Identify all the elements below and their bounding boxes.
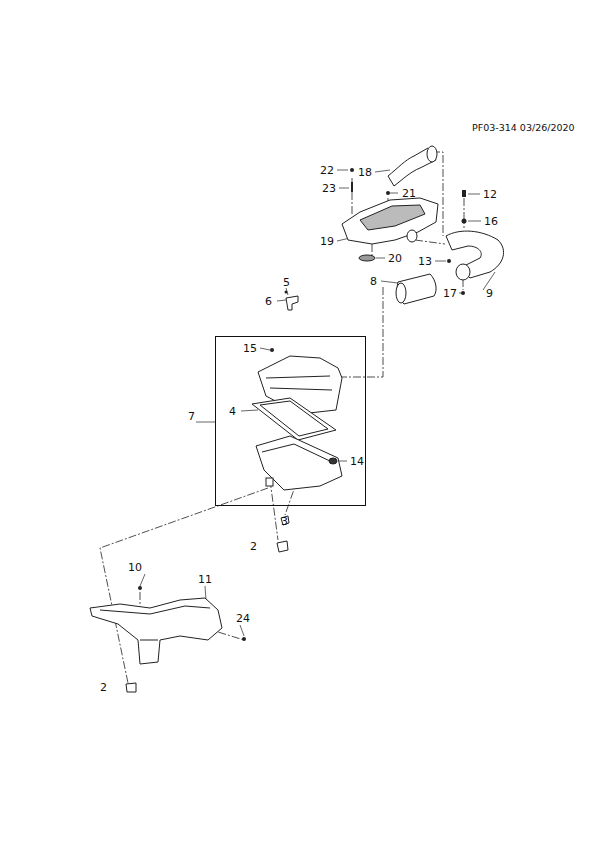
leader-line	[337, 170, 348, 171]
fastener	[270, 348, 274, 352]
callout-number: 18	[358, 166, 372, 179]
callout-number: 5	[283, 276, 290, 289]
callout-number: 24	[236, 612, 250, 625]
leader-line	[435, 261, 446, 262]
fastener	[462, 219, 467, 224]
leader-line	[140, 574, 145, 586]
air-cleaner-part	[126, 683, 136, 692]
fasteners	[138, 168, 467, 641]
air-cleaner-part	[360, 205, 425, 230]
phantom-line	[270, 480, 278, 540]
phantom-line	[140, 592, 141, 608]
air-cleaner-part	[252, 398, 336, 440]
air-cleaner-part	[329, 458, 337, 464]
group-frame: 7	[215, 336, 366, 506]
air-cleaner-part	[342, 198, 438, 244]
phantom-line	[336, 287, 383, 377]
callout-number: 21	[402, 187, 416, 200]
drawing-number: PF03-314 03/26/2020	[472, 121, 575, 134]
callout-number: 7	[188, 410, 195, 423]
fastener	[285, 291, 288, 294]
leader-line	[390, 193, 398, 194]
fastener	[386, 191, 390, 195]
callout-number: 16	[484, 215, 498, 228]
air-cleaner-part	[262, 444, 332, 462]
callout-number: 19	[320, 235, 334, 248]
air-cleaner-part	[446, 231, 504, 278]
air-cleaner-part	[90, 598, 222, 664]
fastener	[462, 190, 466, 197]
leader-line	[277, 300, 286, 301]
fastener	[350, 168, 354, 172]
phantom-line	[372, 244, 373, 256]
leader-line	[468, 221, 481, 222]
phantom-line	[415, 240, 445, 244]
callout-number: 11	[198, 573, 212, 586]
air-cleaner-part	[359, 255, 375, 261]
leader-lines	[140, 170, 495, 636]
callout-number: 13	[418, 255, 432, 268]
callout-number: 20	[388, 252, 402, 265]
leader-line	[240, 625, 244, 636]
leader-line	[468, 194, 480, 195]
air-cleaner-part	[427, 146, 437, 162]
air-cleaner-part	[140, 640, 158, 641]
fastener	[461, 291, 465, 295]
air-cleaner-part	[256, 436, 342, 490]
leader-line	[381, 281, 398, 283]
fastener	[447, 259, 451, 263]
fastener	[138, 586, 142, 590]
callout-number: 14	[350, 455, 364, 468]
air-cleaner-part	[407, 230, 417, 242]
air-cleaner-part	[266, 478, 273, 486]
leader-line	[375, 170, 390, 172]
air-cleaner-part	[100, 606, 210, 614]
fastener	[351, 182, 353, 192]
callout-number: 8	[370, 275, 377, 288]
callout-number: 22	[320, 164, 334, 177]
callout-number: 4	[229, 405, 236, 418]
air-cleaner-part	[286, 296, 298, 310]
callout-number: 23	[322, 182, 336, 195]
callout-number: 3	[281, 515, 288, 528]
phantom-line	[352, 178, 353, 214]
air-cleaner-part	[456, 264, 470, 280]
callout-number: 6	[265, 295, 272, 308]
callout-number: 10	[128, 561, 142, 574]
leader-line	[260, 348, 270, 350]
air-cleaner-part	[260, 401, 328, 436]
callout-number: 17	[443, 287, 457, 300]
leader-line	[339, 188, 349, 189]
callout-number: 15	[243, 342, 257, 355]
callout-number: 2	[250, 540, 257, 553]
callout-number: 12	[483, 188, 497, 201]
fastener	[242, 637, 246, 641]
air-cleaner-part	[266, 376, 332, 390]
air-cleaner-part	[277, 541, 288, 552]
air-cleaner-part	[396, 283, 406, 303]
callout-number: 9	[486, 287, 493, 300]
leader-line	[376, 258, 385, 259]
leader-line	[196, 422, 215, 423]
phantom-line	[100, 488, 268, 683]
phantom-lines	[100, 152, 464, 683]
callout-number: 2	[100, 681, 107, 694]
air-cleaner-parts	[90, 146, 504, 692]
leader-line	[241, 410, 258, 411]
